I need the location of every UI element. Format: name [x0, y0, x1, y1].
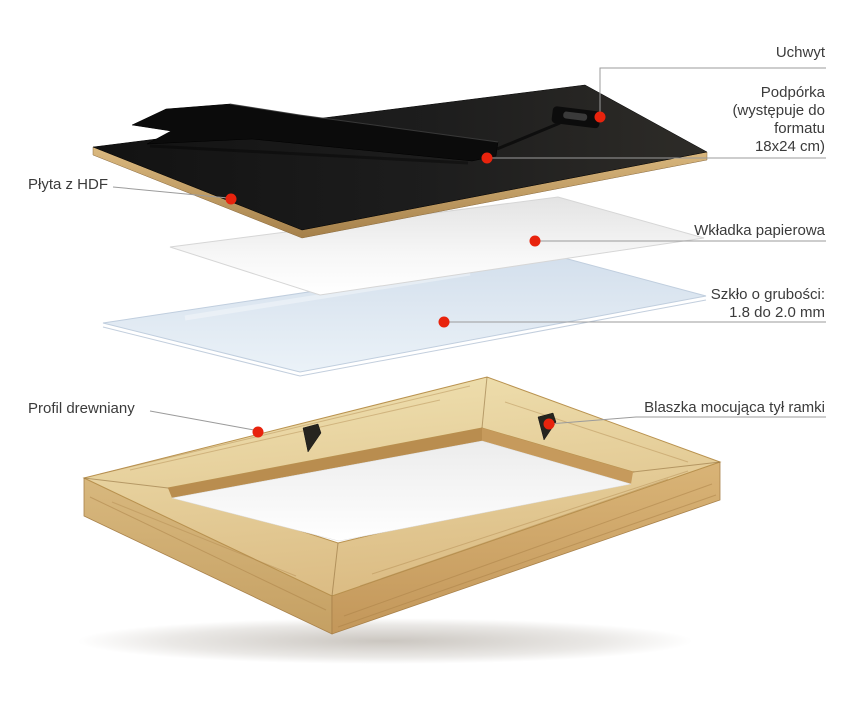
connector-lines	[112, 67, 826, 431]
glass-reflection	[184, 270, 471, 321]
frame-inner-wall-left	[168, 428, 482, 498]
label-szklo-line-1: Szkło o grubości:	[710, 286, 825, 303]
wooden-frame	[77, 376, 722, 664]
marker-plyta	[225, 193, 237, 205]
metal-clip-left	[302, 423, 322, 453]
marker-uchwyt	[594, 111, 606, 123]
label-podporka-line-1: Podpórka	[760, 84, 825, 101]
stand-highlight	[229, 103, 499, 143]
label-podporka: Podpórka (występuje do formatu 18x24 cm)	[732, 84, 825, 156]
label-podporka-line-2: (występuje do	[732, 102, 825, 119]
marker-dots	[225, 111, 606, 438]
marker-blaszka	[543, 418, 555, 430]
marker-podporka	[481, 152, 493, 164]
connector-blaszka	[548, 416, 826, 425]
glass-thickness-edge	[102, 299, 707, 377]
connector-uchwyt	[599, 67, 826, 117]
glass-sheet	[102, 254, 707, 377]
label-uchwyt: Uchwyt	[775, 44, 825, 61]
marker-wkladka	[529, 235, 541, 247]
stand-strap	[496, 121, 561, 151]
frame-opening-backing	[171, 440, 632, 542]
wood-grain-top	[99, 385, 689, 587]
label-plyta-z-hdf: Płyta z HDF	[28, 176, 109, 193]
marker-profil	[252, 426, 264, 438]
label-szklo: Szkło o grubości: 1.8 do 2.0 mm	[711, 286, 825, 322]
stand-shadow	[149, 144, 469, 165]
frame-inner-wall-right	[482, 428, 633, 484]
label-profil: Profil drewniany	[28, 400, 135, 417]
label-podporka-line-3: formatu	[774, 120, 825, 137]
hanger-slot	[563, 111, 588, 121]
frame-shadow	[77, 618, 693, 664]
wood-grain-sides	[89, 483, 717, 628]
marker-szklo	[438, 316, 450, 328]
label-szklo-line-2: 1.8 do 2.0 mm	[729, 304, 825, 321]
label-podporka-line-4: 18x24 cm)	[754, 138, 825, 155]
connector-profil	[149, 410, 255, 431]
frame-miter-joints	[83, 376, 721, 597]
label-blaszka: Blaszka mocująca tył ramki	[644, 399, 825, 416]
connector-plyta	[112, 186, 229, 199]
hanger	[551, 106, 601, 129]
label-wkladka: Wkładka papierowa	[694, 222, 825, 239]
